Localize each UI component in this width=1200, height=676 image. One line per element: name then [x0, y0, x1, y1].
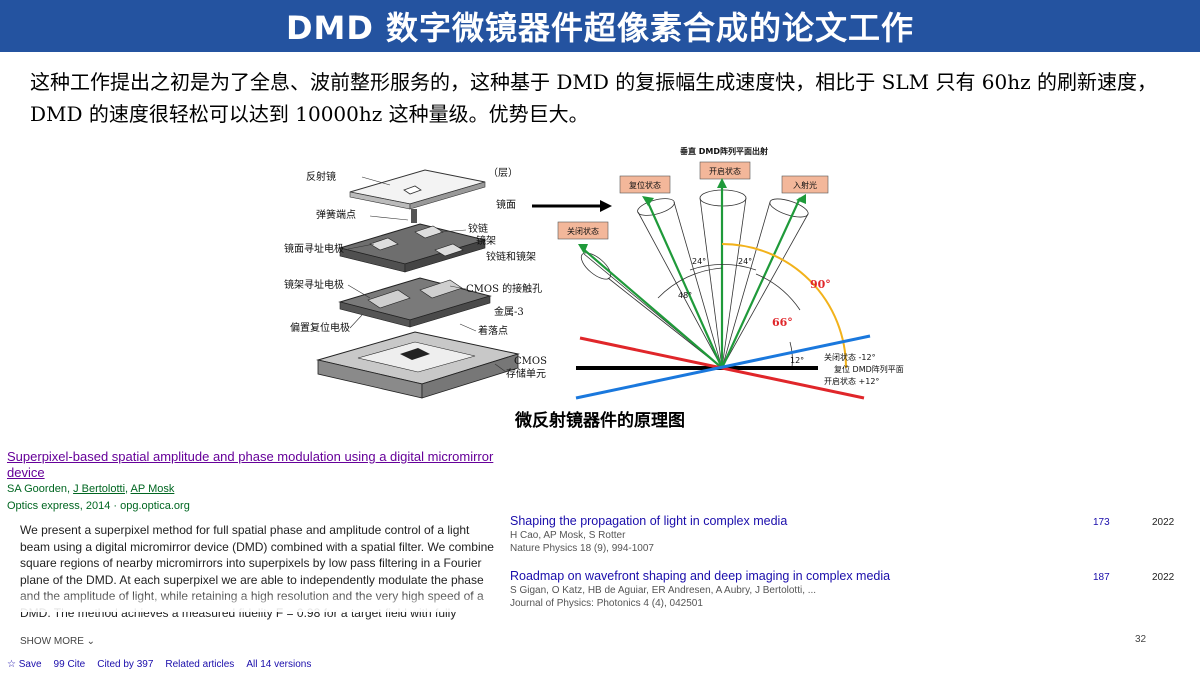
citing-paper-authors: S Gigan, O Katz, HB de Aguiar, ER Andres… [510, 585, 817, 596]
label-hinge: 铰链 [468, 222, 488, 235]
label-landing-tip: 着落点 [478, 324, 508, 337]
svg-text:关闭状态: 关闭状态 [567, 226, 599, 236]
label-bias-reset-electrode: 偏置复位电极 [290, 321, 350, 334]
all-versions-link[interactable]: All 14 versions [246, 659, 312, 670]
label-cmos: CMOS [514, 356, 547, 367]
label-mirror-address-electrode: 镜面寻址电极 [284, 242, 344, 255]
paper-abstract: We present a superpixel method for full … [7, 522, 497, 620]
label-yoke: 镜架 [476, 234, 496, 247]
svg-text:入射光: 入射光 [793, 180, 817, 190]
citing-paper-row: Shaping the propagation of light in comp… [510, 514, 1180, 569]
mirror-arrow [532, 200, 612, 212]
plane-off-state: 关闭状态 -12° [824, 352, 876, 362]
scholar-actions: ☆ Save 99 Cite Cited by 397 Related arti… [7, 659, 311, 670]
citing-paper-row: Roadmap on wavefront shaping and deep im… [510, 569, 1180, 624]
author-bertolotti-link[interactable]: J Bertolotti [73, 483, 126, 495]
state-box-incident: 入射光 [781, 175, 829, 194]
citing-paper-year: 2022 [1152, 517, 1175, 528]
angle-90: 90° [810, 278, 831, 291]
title-bar: DMD 数字微镜器件超像素合成的论文工作 [0, 0, 1200, 52]
author-goorden: SA Goorden [7, 483, 67, 495]
angle-24-right: 24° [738, 257, 752, 266]
page-number: 32 [1135, 634, 1147, 645]
svg-text:复位状态: 复位状态 [629, 180, 661, 190]
angle-24-left: 24° [692, 257, 706, 266]
label-metal-3: 金属-3 [494, 305, 524, 318]
paper-authors: SA Goorden, J Bertolotti, AP Mosk [7, 483, 175, 495]
label-yoke-address-electrode: 镜架寻址电极 [284, 278, 344, 291]
citing-paper-journal: Nature Physics 18 (9), 994-1007 [510, 543, 654, 554]
citing-paper-cited-count[interactable]: 187 [1093, 572, 1110, 583]
scholar-result: Superpixel-based spatial amplitude and p… [7, 449, 497, 620]
cited-by-link[interactable]: Cited by 397 [97, 659, 154, 670]
angle-12: 12° [790, 356, 804, 365]
cite-button[interactable]: 99 Cite [53, 659, 86, 670]
plane-reset-state: 复位 DMD阵列平面 [834, 364, 904, 374]
show-more-button[interactable]: SHOW MORE ⌄ [20, 636, 96, 647]
exploded-structure [316, 169, 520, 399]
figure-caption: 微反射镜器件的原理图 [515, 411, 685, 431]
slide-title: DMD 数字微镜器件超像素合成的论文工作 [285, 9, 915, 47]
label-spring-tip: 弹簧端点 [316, 208, 356, 221]
label-hinge-and-yoke: 铰链和镜架 [486, 250, 536, 263]
state-box-on: 开启状态 [699, 161, 751, 180]
intro-paragraph: 这种工作提出之初是为了全息、波前整形服务的，这种基于 DMD 的复振幅生成速度快… [30, 70, 1158, 126]
citing-paper-authors: H Cao, AP Mosk, S Rotter [510, 530, 626, 541]
dmd-principle-figure: 反射镜 弹簧端点 镜面寻址电极 镜架寻址电极 偏置复位电极 铰链 镜架 铰链和镜… [284, 146, 904, 400]
related-articles-link[interactable]: Related articles [165, 659, 235, 670]
citing-paper-journal: Journal of Physics: Photonics 4 (4), 042… [510, 598, 703, 609]
angle-diagram: 垂直 DMD阵列平面出射 复位状态 开启状态 入射光 关闭状态 [557, 146, 904, 400]
label-layer: （层） [488, 167, 518, 179]
label-mirror: 反射镜 [306, 170, 336, 183]
citing-paper-year: 2022 [1152, 572, 1175, 583]
label-memory-cell: 存储单元 [506, 367, 546, 380]
structure-labels: 反射镜 弹簧端点 镜面寻址电极 镜架寻址电极 偏置复位电极 铰链 镜架 铰链和镜… [284, 167, 547, 380]
label-cmos-contact: CMOS 的接触孔 [466, 282, 542, 295]
citing-papers-list: Shaping the propagation of light in comp… [510, 514, 1180, 624]
state-box-off: 关闭状态 [557, 221, 609, 240]
state-box-reset: 复位状态 [619, 175, 671, 194]
citing-paper-title-link[interactable]: Roadmap on wavefront shaping and deep im… [510, 569, 891, 583]
paper-title-link[interactable]: Superpixel-based spatial amplitude and p… [7, 449, 494, 480]
author-mosk-link[interactable]: AP Mosk [130, 483, 175, 495]
save-button[interactable]: ☆ Save [7, 659, 42, 670]
angle-66: 66° [772, 316, 793, 329]
citing-paper-cited-count[interactable]: 173 [1093, 517, 1110, 528]
angle-48: 48° [678, 291, 692, 300]
label-normal-exit: 垂直 DMD阵列平面出射 [680, 146, 768, 156]
plane-on-state: 开启状态 +12° [824, 376, 879, 386]
paper-venue: Optics express, 2014 · opg.optica.org [7, 500, 190, 512]
citing-paper-title-link[interactable]: Shaping the propagation of light in comp… [510, 514, 788, 528]
label-mirror-surface: 镜面 [496, 198, 516, 211]
svg-text:开启状态: 开启状态 [709, 166, 741, 176]
